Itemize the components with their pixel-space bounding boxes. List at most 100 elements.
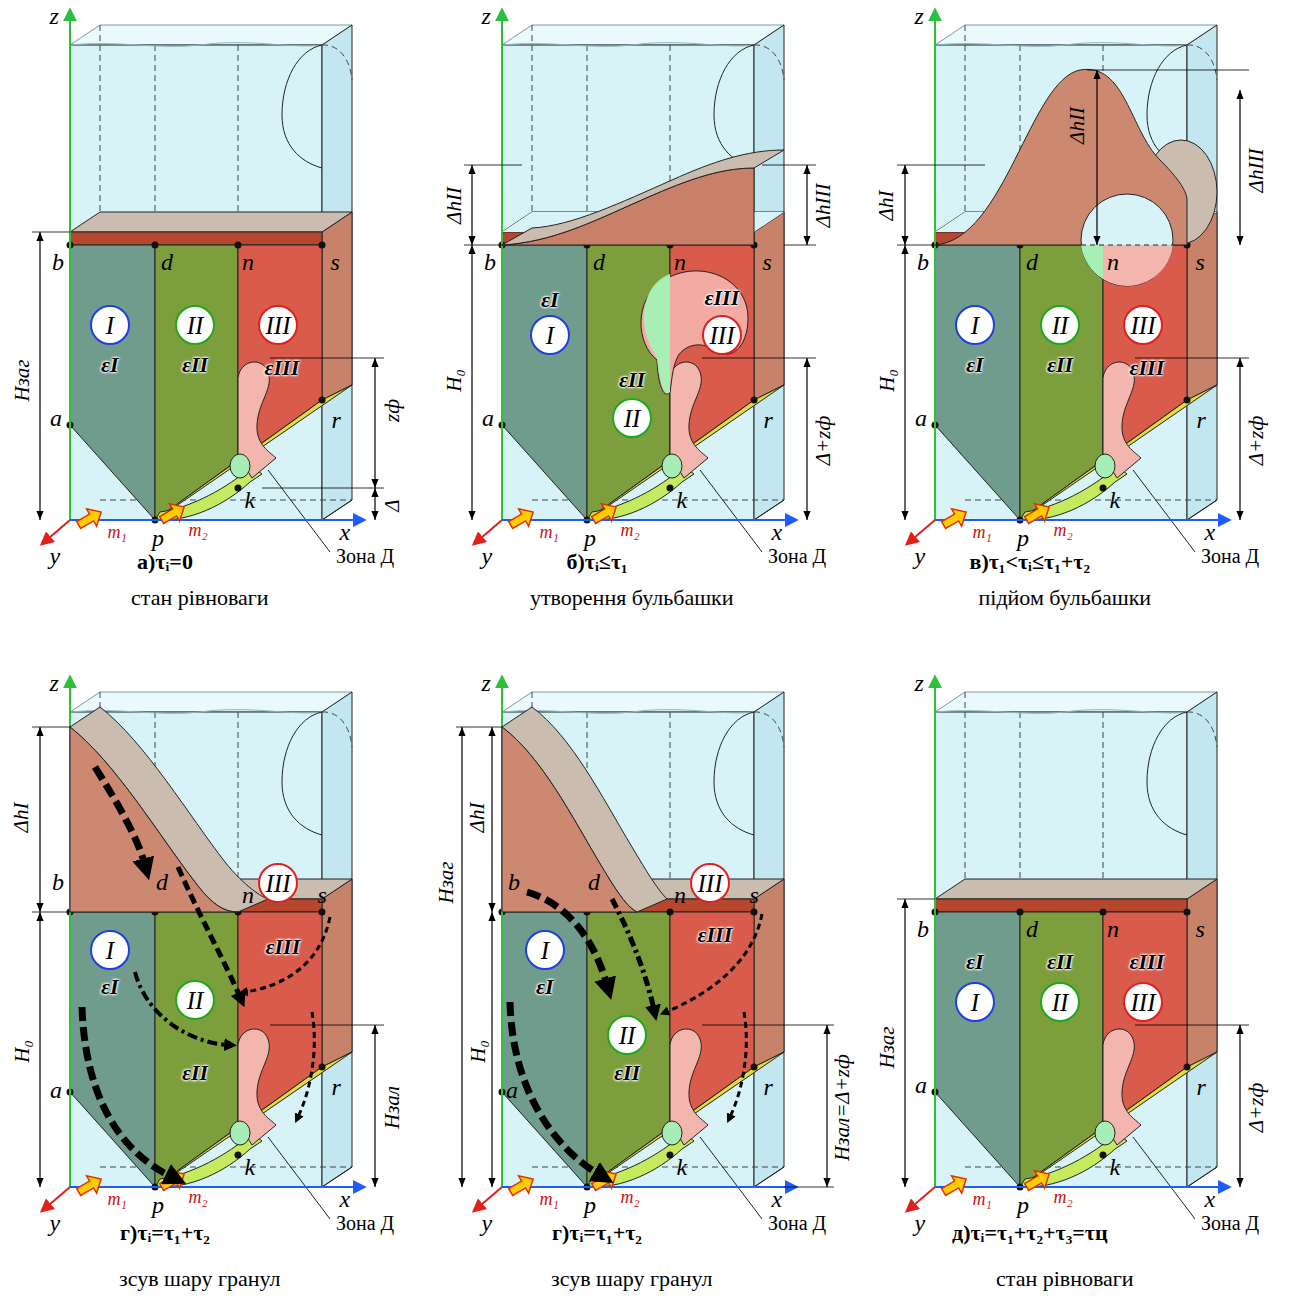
zone-number-circle: I bbox=[90, 305, 130, 345]
flow-label: m₂ bbox=[1054, 521, 1073, 539]
porosity-label: εII bbox=[182, 1062, 208, 1084]
point-label: d bbox=[588, 870, 600, 894]
dimension-label: ΔhI bbox=[11, 802, 32, 832]
zone-number-circle: II bbox=[607, 1015, 647, 1055]
point-label: d bbox=[161, 250, 173, 274]
zone-number: I bbox=[971, 990, 979, 1015]
axis-label: x bbox=[772, 1187, 783, 1211]
porosity-label: εI bbox=[966, 354, 984, 376]
zone-number-circle: III bbox=[1123, 305, 1163, 345]
bubble-large-left bbox=[644, 274, 670, 393]
panel-a bbox=[32, 10, 384, 552]
flow-label: m₁ bbox=[108, 523, 127, 541]
point-label: a bbox=[915, 406, 927, 430]
axis-label: y bbox=[50, 1211, 61, 1235]
granule-flow-arrows bbox=[510, 892, 762, 1175]
point-label: r bbox=[764, 1075, 773, 1099]
flow-label: m₂ bbox=[1054, 1188, 1073, 1206]
extension-lines bbox=[32, 232, 384, 488]
axis-label: x bbox=[1205, 1187, 1216, 1211]
panel-d2 bbox=[456, 677, 834, 1219]
point-label: r bbox=[332, 1075, 341, 1099]
point-label: p bbox=[1017, 526, 1029, 550]
point-label: p bbox=[584, 526, 596, 550]
axis-label: z bbox=[915, 4, 924, 28]
zone-number: I bbox=[971, 313, 979, 338]
granule-flow-arrows bbox=[82, 767, 330, 1177]
point-label: p bbox=[1017, 1193, 1029, 1217]
axis-label: y bbox=[50, 544, 61, 568]
point-label: d bbox=[156, 870, 168, 894]
porosity-label: εII bbox=[182, 354, 208, 376]
point-label: s bbox=[1196, 250, 1205, 274]
point-label: k bbox=[245, 488, 256, 512]
porosity-label: εIII bbox=[266, 936, 301, 958]
dimension-label: H₀ bbox=[444, 369, 465, 391]
bed-wave-top bbox=[502, 150, 784, 245]
dimension-lines bbox=[472, 165, 807, 520]
dimension-label: ΔhIII bbox=[1246, 148, 1267, 192]
zone-number-circle: II bbox=[612, 398, 652, 438]
point-label: k bbox=[1110, 1155, 1121, 1179]
porosity-label: εIII bbox=[1130, 357, 1165, 379]
flow-label: m₂ bbox=[621, 521, 640, 539]
stage-caption: а)τᵢ=0 bbox=[137, 551, 193, 573]
point-label: k bbox=[1110, 488, 1121, 512]
zone-label: Зона Д bbox=[1201, 1213, 1259, 1233]
axis-label: z bbox=[50, 4, 59, 28]
point-label: r bbox=[1197, 408, 1206, 432]
panel-e bbox=[897, 677, 1249, 1219]
zone-number-circle: II bbox=[1040, 305, 1080, 345]
point-label: b bbox=[52, 250, 64, 274]
zone-number: II bbox=[187, 313, 204, 338]
bubble-wake-left bbox=[1081, 245, 1103, 279]
stage-description: стан рівноваги bbox=[996, 1268, 1134, 1290]
zone-number: III bbox=[266, 871, 291, 896]
zone-label: Зона Д bbox=[768, 546, 826, 566]
zone-label: Зона Д bbox=[1201, 546, 1259, 566]
zone-number-circle: III bbox=[258, 863, 298, 903]
zone-number: III bbox=[710, 323, 735, 348]
point-label: p bbox=[152, 526, 164, 550]
extension-lines bbox=[897, 899, 1249, 1025]
panel-c bbox=[897, 10, 1249, 552]
zone-number: III bbox=[266, 313, 291, 338]
dimension-label: Δ+zф bbox=[813, 415, 834, 465]
point-label: r bbox=[764, 408, 773, 432]
point-label: k bbox=[677, 1155, 688, 1179]
point-label: a bbox=[50, 1078, 62, 1102]
zone-label: Зона Д bbox=[336, 546, 394, 566]
sliding-layer-top bbox=[70, 707, 268, 912]
porosity-label: εIII bbox=[698, 924, 733, 946]
stage-caption: в)τ₁<τᵢ≤τ₁+τ₂ bbox=[970, 551, 1091, 573]
bubble-large bbox=[641, 271, 748, 394]
zone-number-circle: I bbox=[90, 930, 130, 970]
zone-number: I bbox=[546, 323, 554, 348]
sliding-layer bbox=[502, 727, 637, 912]
axis-label: y bbox=[482, 544, 493, 568]
porosity-label: εI bbox=[101, 354, 119, 376]
zone-number-circle: II bbox=[1040, 982, 1080, 1022]
point-label: r bbox=[1197, 1075, 1206, 1099]
flow-label: m₁ bbox=[540, 523, 559, 541]
dimension-label: Hзаг bbox=[12, 359, 33, 401]
zone-number: II bbox=[1052, 990, 1069, 1015]
dimension-label: Hзаг bbox=[877, 1026, 898, 1068]
dimension-label: ΔhII bbox=[1066, 107, 1087, 144]
zone-number: I bbox=[106, 938, 114, 963]
dimension-label: ΔhI bbox=[467, 802, 488, 832]
zone-number: I bbox=[106, 313, 114, 338]
zone-number-circle: I bbox=[525, 930, 565, 970]
porosity-label: εIII bbox=[265, 357, 300, 379]
zone-number: II bbox=[1052, 313, 1069, 338]
flow-label: m₁ bbox=[973, 523, 992, 541]
axis-label: z bbox=[50, 671, 59, 695]
dimension-label: Hзаг bbox=[436, 861, 457, 903]
point-label: s bbox=[318, 883, 327, 907]
dimension-label: Δ bbox=[382, 499, 403, 511]
flow-label: m₁ bbox=[540, 1190, 559, 1208]
point-label: s bbox=[1196, 917, 1205, 941]
porosity-label: εII bbox=[1047, 951, 1073, 973]
porosity-label: εI bbox=[541, 289, 559, 311]
extension-lines bbox=[897, 70, 1249, 358]
